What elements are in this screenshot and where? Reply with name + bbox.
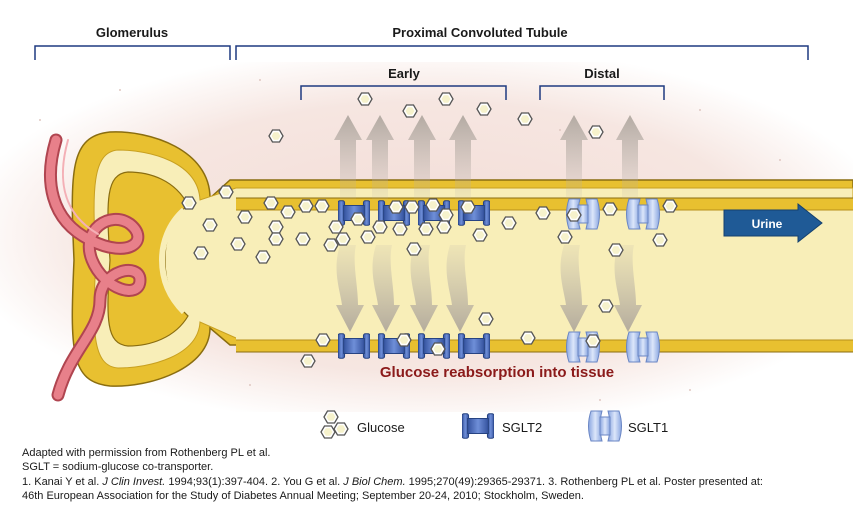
early-down-arrows <box>336 245 474 332</box>
ref-2-details: 1995;270(49):29365-29371. 3. Rothenberg … <box>405 476 763 488</box>
legend-sglt1-label: SGLT1 <box>628 420 668 435</box>
legend-sglt1-icon <box>588 410 622 442</box>
legend-sglt2-label: SGLT2 <box>502 420 542 435</box>
distal-bracket <box>539 85 665 100</box>
ref-1-authors: 1. Kanai Y et al. <box>22 476 103 488</box>
capsule-lumen-edge <box>158 207 187 315</box>
pct-bracket <box>235 45 809 60</box>
ref-1-details: 1994;93(1):397-404. 2. You G et al. <box>165 476 344 488</box>
early-label: Early <box>388 66 421 81</box>
early-bracket <box>300 85 507 100</box>
legend-glucose-label: Glucose <box>357 420 405 435</box>
distal-up-arrows <box>560 115 644 200</box>
reabsorption-label: Glucose reabsorption into tissue <box>380 364 614 381</box>
glomerulus-capillaries <box>44 133 147 402</box>
reabsorption-arrows <box>334 115 644 332</box>
urine-arrow <box>723 202 823 244</box>
early-up-arrows <box>334 115 477 200</box>
glomerulus-bracket <box>34 45 231 60</box>
distal-down-arrows <box>560 245 642 332</box>
top-brackets <box>34 45 809 100</box>
urine-label: Urine <box>752 217 783 231</box>
legend-glucose-icon <box>320 410 349 439</box>
glomerulus-label: Glomerulus <box>96 25 168 40</box>
footnote-conference: 46th European Association for the Study … <box>22 490 584 502</box>
pct-label: Proximal Convoluted Tubule <box>392 25 567 40</box>
legend-sglt2-icon <box>462 413 494 439</box>
footnote-adapted: Adapted with permission from Rothenberg … <box>22 447 271 459</box>
footnote-references: 1. Kanai Y et al. J Clin Invest. 1994;93… <box>22 476 763 488</box>
ref-2-journal: J Biol Chem. <box>343 476 406 488</box>
distal-label: Distal <box>584 66 619 81</box>
ref-1-journal: J Clin Invest. <box>102 476 166 488</box>
legend: Glucose SGLT2 SGLT1 <box>320 410 668 442</box>
footnote-sglt-definition: SGLT = sodium-glucose co-transporter. <box>22 461 214 473</box>
